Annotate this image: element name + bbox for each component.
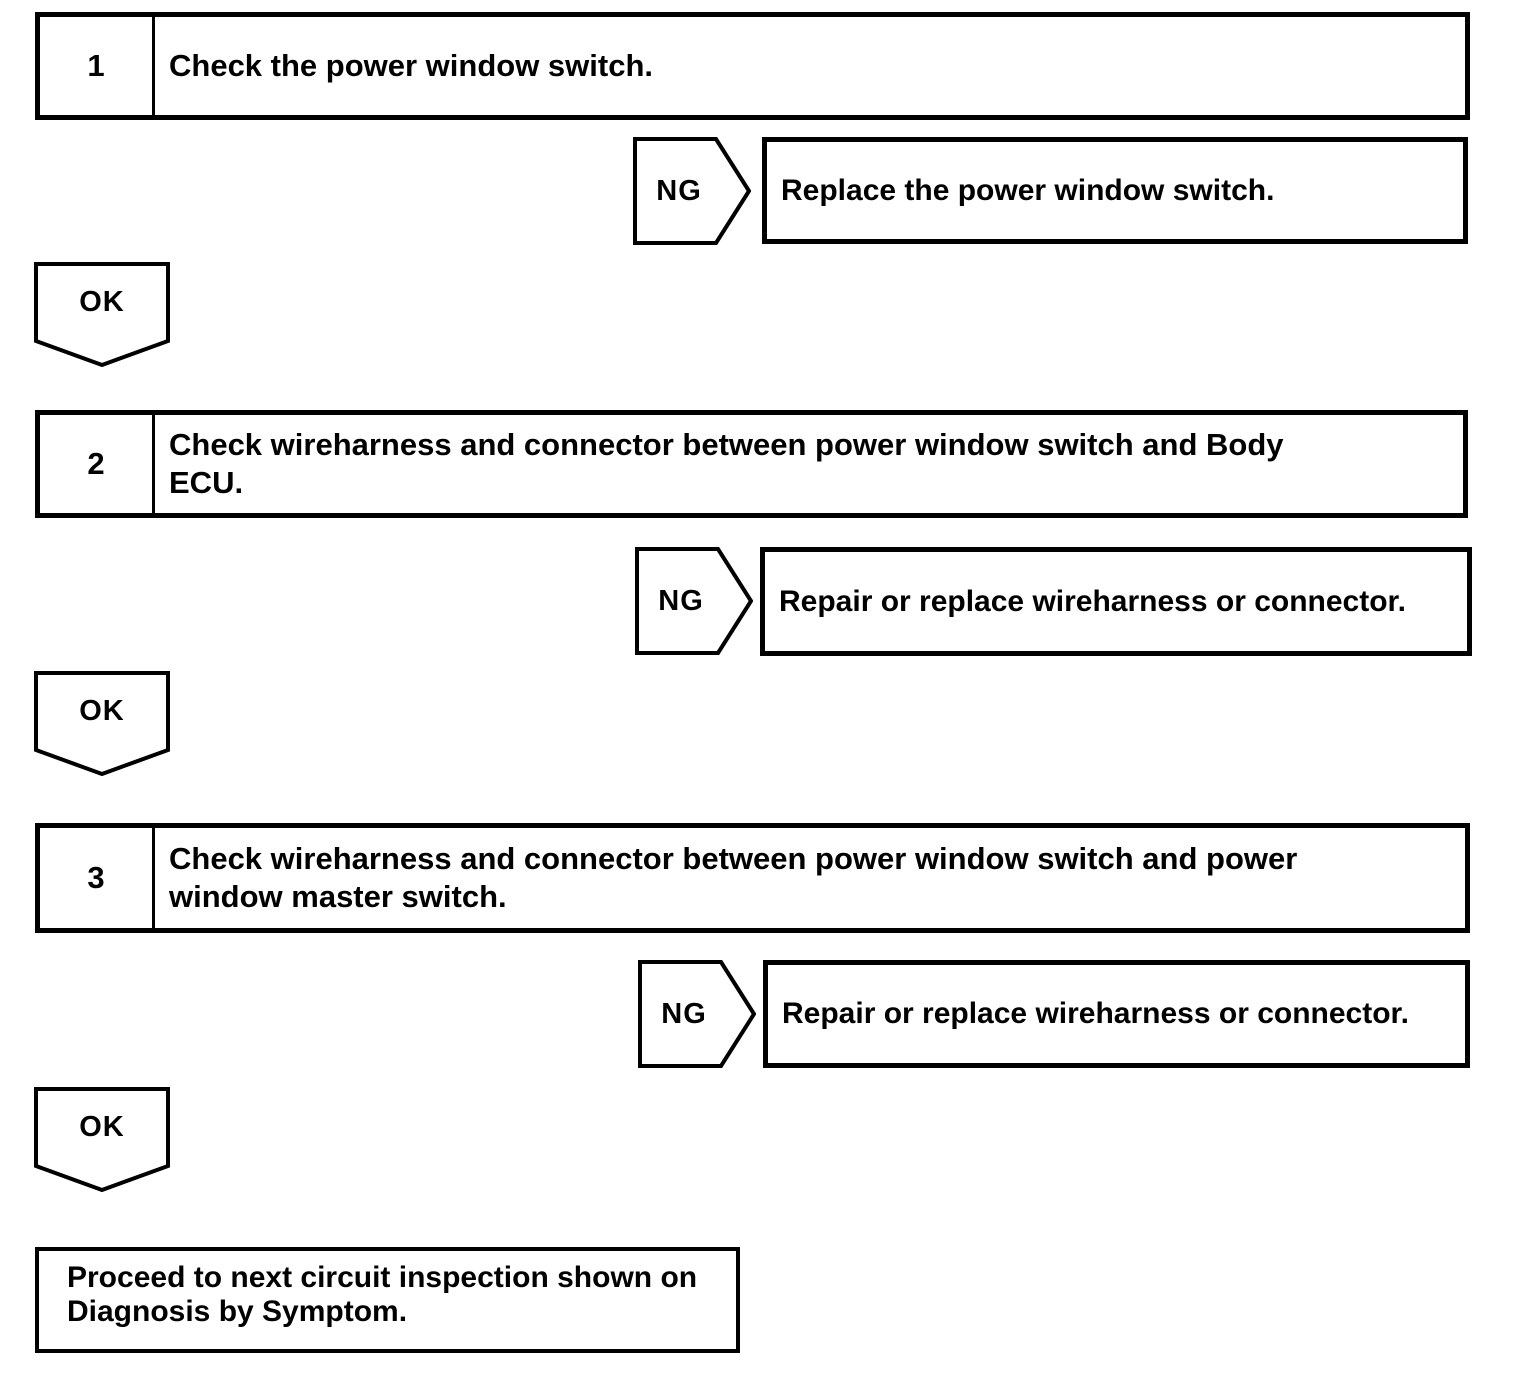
step-box-2: 2 Check wireharness and connector betwee…	[35, 410, 1468, 518]
step-instruction-2: Check wireharness and connector between …	[155, 415, 1463, 513]
ng-result-text: Repair or replace wireharness or connect…	[782, 997, 1409, 1030]
instruction-line: Check the power window switch.	[169, 48, 654, 83]
instruction-line: Check wireharness and connector between …	[169, 841, 1298, 876]
ok-label-2: OK	[79, 694, 125, 727]
step-number-2: 2	[40, 415, 155, 513]
step-instruction-3: Check wireharness and connector between …	[155, 828, 1465, 928]
ok-label-3: OK	[79, 1110, 125, 1143]
ng-pentagon-icon	[633, 137, 751, 245]
ok-arrow-2: OK	[34, 671, 170, 777]
ok-pentagon-icon	[34, 262, 170, 368]
ok-arrow-3: OK	[34, 1087, 170, 1193]
ng-result-text: Repair or replace wireharness or connect…	[779, 584, 1406, 618]
ng-arrow-3: NG	[638, 960, 756, 1068]
ok-pentagon-icon	[34, 1087, 170, 1193]
ng-result-text: Replace the power window switch.	[781, 173, 1275, 207]
ng-pentagon-icon	[638, 960, 756, 1068]
instruction-line: window master switch.	[169, 879, 507, 914]
step-box-3: 3 Check wireharness and connector betwee…	[35, 823, 1470, 933]
end-line-1: Proceed to next circuit inspection shown…	[67, 1261, 698, 1294]
ng-result-box-2: Repair or replace wireharness or connect…	[760, 547, 1472, 656]
step-instruction-1: Check the power window switch.	[155, 17, 1465, 115]
ng-result-box-1: Replace the power window switch.	[762, 137, 1468, 244]
end-line-2: Diagnosis by Symptom.	[67, 1295, 408, 1328]
ng-arrow-2: NG	[635, 547, 753, 655]
ng-result-box-3: Repair or replace wireharness or connect…	[763, 960, 1470, 1068]
end-box: Proceed to next circuit inspection shown…	[35, 1247, 740, 1353]
step-number-1: 1	[40, 17, 155, 115]
instruction-line: ECU.	[169, 465, 244, 500]
ng-pentagon-icon	[635, 547, 753, 655]
ok-arrow-1: OK	[34, 262, 170, 368]
ng-label-1: NG	[656, 174, 702, 207]
ng-arrow-1: NG	[633, 137, 751, 245]
step-box-1: 1 Check the power window switch.	[35, 12, 1470, 120]
instruction-line: Check wireharness and connector between …	[169, 427, 1284, 462]
ok-label-1: OK	[79, 285, 125, 318]
step-number-3: 3	[40, 828, 155, 928]
ok-pentagon-icon	[34, 671, 170, 777]
ng-label-3: NG	[661, 997, 707, 1030]
ng-label-2: NG	[658, 584, 704, 617]
